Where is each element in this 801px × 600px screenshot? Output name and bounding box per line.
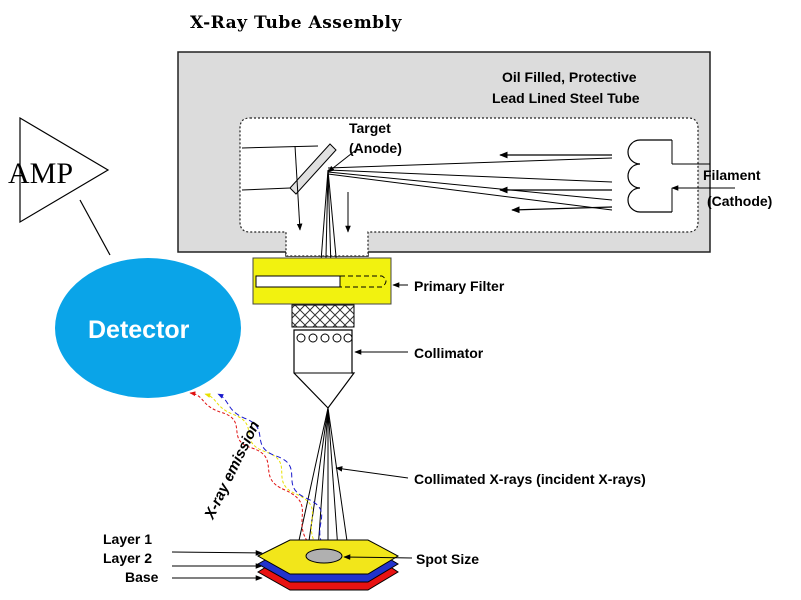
collimator-label: Collimator	[414, 345, 484, 361]
primary-filter-label: Primary Filter	[414, 278, 505, 294]
spot-size-pointer	[343, 554, 413, 560]
amp-label: AMP	[8, 157, 73, 190]
anode-target	[289, 143, 337, 195]
cathode-label: (Cathode)	[707, 193, 772, 209]
collimated-xrays-label: Collimated X-rays (incident X-rays)	[414, 471, 646, 487]
tube-label-line2: Lead Lined Steel Tube	[492, 90, 640, 106]
amp-wire	[79, 199, 111, 256]
tube-label-line1: Oil Filled, Protective	[502, 69, 637, 85]
emission-wave-yellow	[204, 393, 319, 549]
filter-slot	[255, 275, 341, 288]
filament-label: Filament	[703, 167, 761, 183]
base-label: Base	[125, 569, 159, 585]
layer1-label: Layer 1	[103, 531, 152, 547]
anode-arrow-1	[294, 145, 303, 231]
emission-wave-red	[189, 391, 311, 546]
detector	[55, 258, 241, 398]
collimator-mesh	[291, 304, 355, 328]
anode-label: (Anode)	[349, 140, 402, 156]
xray-emission-label: X-ray emission	[201, 418, 264, 522]
filament-coil	[627, 139, 672, 213]
layer2-label: Layer 2	[103, 550, 152, 566]
anode-line-bottom	[241, 187, 291, 191]
target-label: Target	[349, 120, 391, 136]
detector-label: Detector	[88, 316, 190, 344]
spot-size-area	[305, 548, 343, 564]
diagram-title: X-Ray Tube Assembly	[190, 13, 403, 33]
anode-line-top	[241, 145, 319, 149]
collimated-xrays-pointer	[335, 466, 409, 479]
amp-triangle	[19, 116, 110, 224]
vacuum-chamber	[239, 117, 699, 257]
collimated-xrays	[297, 407, 349, 551]
layer1-pointer	[171, 550, 263, 556]
filter-slot-dashed	[340, 275, 387, 288]
emission-wave-blue	[217, 393, 327, 551]
spot-size-label: Spot Size	[416, 551, 479, 567]
